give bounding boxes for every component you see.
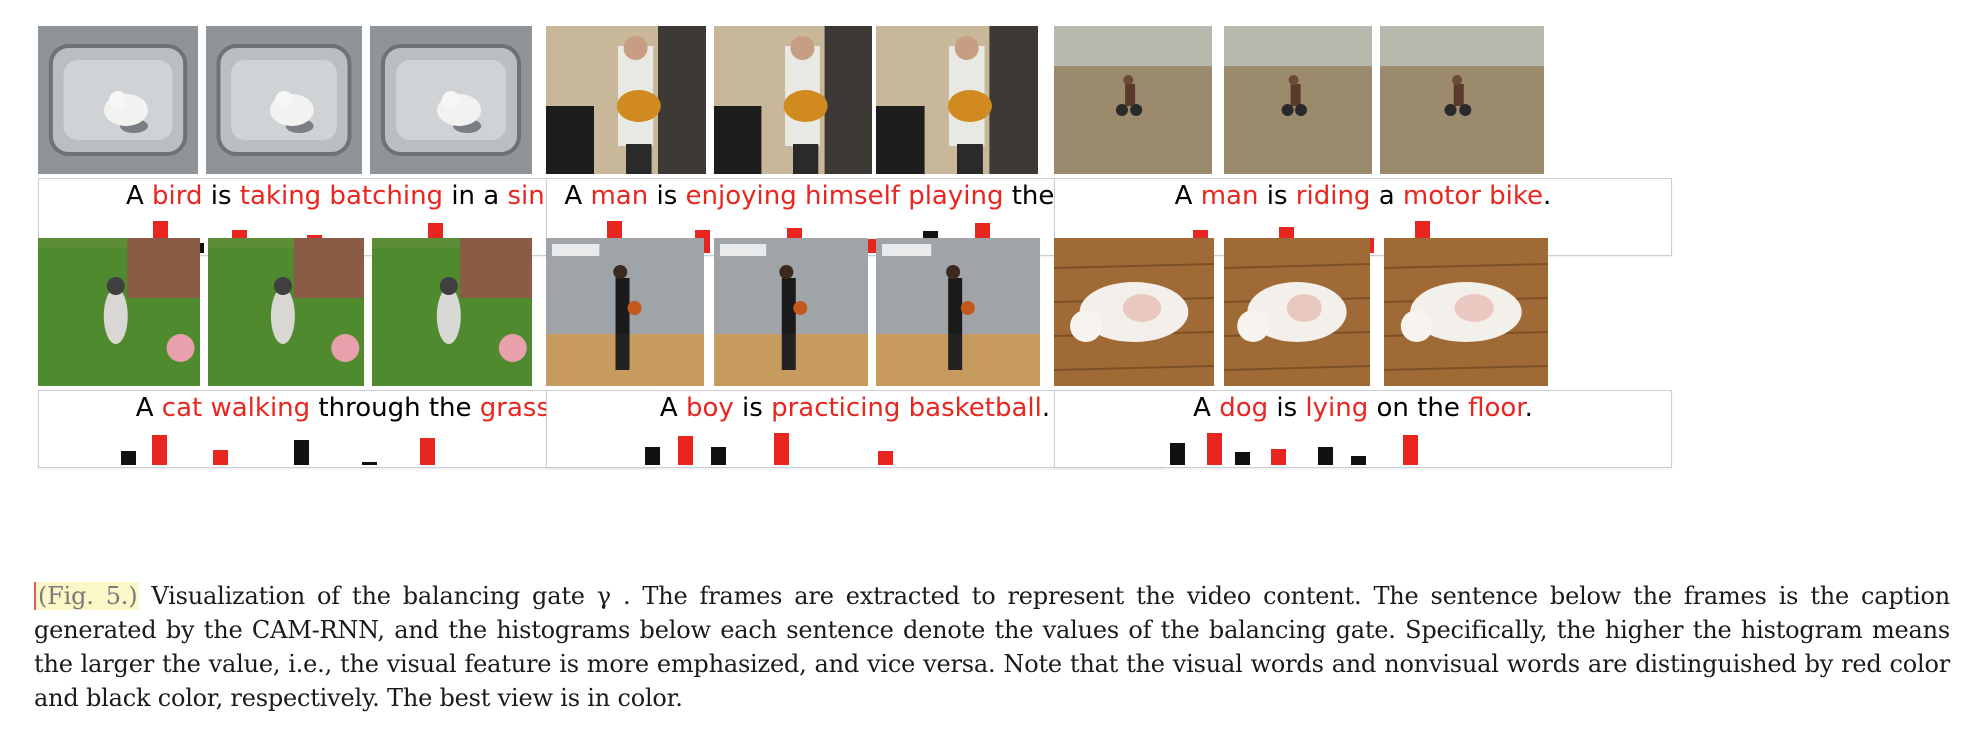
nonvisual-word: in a <box>451 181 500 211</box>
gate-bar <box>1271 449 1286 465</box>
frames-strip <box>1054 238 1672 386</box>
gate-bar <box>362 462 377 465</box>
gate-bar <box>213 450 228 465</box>
generated-sentence: A boy is practicing basketball. <box>547 393 1163 423</box>
gate-bar <box>774 433 789 465</box>
nonvisual-word: A <box>125 181 144 211</box>
nonvisual-word: a <box>1378 181 1395 211</box>
nonvisual-word: through the <box>318 393 472 423</box>
guitar-player-frame-2 <box>714 26 872 174</box>
nonvisual-word: is <box>210 181 232 211</box>
nonvisual-word: on the <box>1376 393 1460 423</box>
bird-sink-frame-3 <box>370 26 532 174</box>
gate-bar <box>121 451 136 465</box>
caption-text: Visualization of the balancing gate γ . … <box>34 582 1950 712</box>
gate-bar <box>878 451 893 465</box>
visual-word: dog <box>1219 393 1269 423</box>
visual-word: floor <box>1468 393 1525 423</box>
visual-word: boy <box>685 393 734 423</box>
basketball-frame-2 <box>714 238 868 386</box>
bird-sink-frame-1 <box>38 26 198 174</box>
nonvisual-word: is <box>742 393 763 423</box>
gate-bar <box>1235 452 1250 465</box>
visual-word: enjoying himself playing <box>685 181 1004 211</box>
gate-bar <box>678 436 693 465</box>
nonvisual-word: A <box>1193 393 1211 423</box>
nonvisual-word: A <box>135 393 154 423</box>
nonvisual-word: . <box>1524 393 1533 423</box>
generated-sentence: A dog is lying on the floor. <box>1055 393 1671 423</box>
guitar-player-frame-1 <box>546 26 706 174</box>
gate-bar <box>294 440 309 465</box>
nonvisual-word: A <box>564 181 583 211</box>
visual-word: practicing basketball <box>771 393 1042 423</box>
video-panel: A man is riding a motor bike. <box>1054 26 1672 256</box>
nonvisual-word: . <box>1041 393 1051 423</box>
frames-strip <box>38 238 656 386</box>
gate-bar <box>420 438 435 465</box>
visual-word: riding <box>1295 181 1371 211</box>
gate-histogram <box>39 391 655 465</box>
visual-word: grass <box>479 393 550 423</box>
gate-bar <box>1318 447 1333 465</box>
cat-grass-frame-2 <box>208 238 364 386</box>
gate-histogram <box>547 391 1163 465</box>
visual-word: cat walking <box>161 393 311 423</box>
dog-floor-frame-2 <box>1224 238 1370 386</box>
frames-strip <box>38 26 656 174</box>
nonvisual-word: the <box>1011 181 1055 211</box>
bird-sink-frame-2 <box>206 26 362 174</box>
visual-word: man <box>590 181 649 211</box>
visual-word: bird <box>152 181 203 211</box>
generated-sentence: A bird is taking batching in a sink. <box>39 181 655 211</box>
gate-bar <box>1170 443 1185 465</box>
visual-word: lying <box>1305 393 1369 423</box>
guitar-player-frame-3 <box>876 26 1038 174</box>
basketball-frame-3 <box>876 238 1040 386</box>
nonvisual-word: is <box>1266 181 1288 211</box>
figure-label: (Fig. 5.) <box>34 582 140 610</box>
dog-floor-frame-1 <box>1054 238 1214 386</box>
nonvisual-word: A <box>659 393 678 423</box>
gate-bar <box>1351 456 1366 465</box>
generated-caption-box: A dog is lying on the floor. <box>1054 390 1672 468</box>
visual-word: motor bike <box>1402 181 1544 211</box>
frames-strip <box>546 238 1164 386</box>
motorbike-frame-1 <box>1054 26 1212 174</box>
generated-sentence: A cat walking through the grass. <box>39 393 655 423</box>
generated-sentence: A man is riding a motor bike. <box>1055 181 1671 211</box>
gate-bar <box>152 435 167 465</box>
nonvisual-word: is <box>1276 393 1298 423</box>
gate-bar <box>1207 433 1222 465</box>
visual-word: taking batching <box>239 181 444 211</box>
nonvisual-word: . <box>1543 181 1552 211</box>
visual-word: man <box>1200 181 1259 211</box>
cat-grass-frame-3 <box>372 238 532 386</box>
motorbike-frame-3 <box>1380 26 1544 174</box>
video-panel: A dog is lying on the floor. <box>1054 238 1672 468</box>
cat-grass-frame-1 <box>38 238 200 386</box>
dog-floor-frame-3 <box>1384 238 1548 386</box>
gate-bar <box>1403 435 1418 465</box>
gate-bar <box>645 447 660 465</box>
frames-strip <box>546 26 1164 174</box>
gate-bar <box>711 447 726 465</box>
figure-caption: (Fig. 5.) Visualization of the balancing… <box>34 579 1950 715</box>
gate-histogram <box>1055 391 1671 465</box>
nonvisual-word: is <box>656 181 678 211</box>
nonvisual-word: A <box>1174 181 1193 211</box>
video-panel: A boy is practicing basketball. <box>546 238 1164 468</box>
frames-strip <box>1054 26 1672 174</box>
basketball-frame-1 <box>546 238 704 386</box>
motorbike-frame-2 <box>1224 26 1372 174</box>
